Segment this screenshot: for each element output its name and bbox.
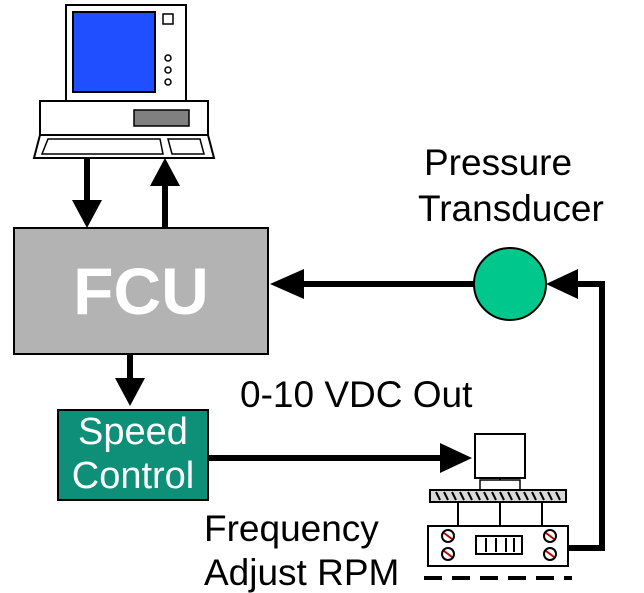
- computer-icon: [32, 4, 216, 159]
- frequency-label: Frequency: [204, 508, 379, 549]
- fcu-to-computer-arrow: [150, 158, 180, 228]
- speed-control-line2: Control: [71, 455, 195, 497]
- speed-control-to-motor-arrow: [208, 443, 472, 473]
- fcu-box: [13, 227, 269, 355]
- transducer-to-fcu-arrow: [270, 269, 474, 299]
- fcu-to-speed-control-arrow: [115, 354, 145, 406]
- fcu-label: FCU: [73, 254, 209, 328]
- transducer-label: Transducer: [418, 188, 604, 229]
- monitor-screen: [72, 11, 156, 93]
- voltage-output-label: 0-10 VDC Out: [240, 374, 473, 415]
- pump-motor-icon: [424, 433, 572, 580]
- speed-control-line1: Speed: [78, 411, 188, 453]
- speed-control-box: [57, 409, 209, 501]
- computer-to-fcu-arrow: [72, 158, 102, 228]
- pressure-label: Pressure: [424, 142, 573, 183]
- adjust-rpm-label: Adjust RPM: [204, 552, 400, 593]
- pressure-transducer-icon: [473, 247, 547, 321]
- speed-control-label: Speed Control: [58, 410, 208, 500]
- pump-to-transducer-arrow: [546, 269, 605, 551]
